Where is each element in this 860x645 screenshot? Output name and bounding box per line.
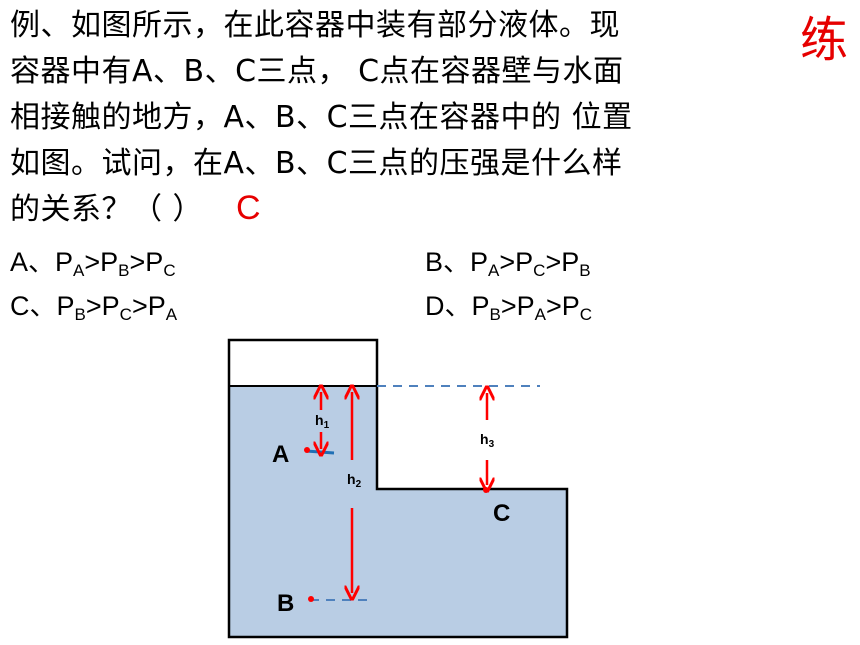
- label-h2: h2: [347, 471, 362, 490]
- p-symbol: P: [561, 291, 580, 321]
- option-d[interactable]: D、PB>PA>PC: [425, 288, 592, 333]
- subscript: C: [163, 261, 176, 280]
- point-b: [308, 596, 314, 602]
- operator: >: [84, 247, 101, 277]
- option-letter: D、: [425, 291, 472, 321]
- label-b: B: [277, 590, 294, 617]
- subscript: A: [488, 261, 500, 280]
- question-line: 容器中有A、B、C三点， C点在容器壁与水面: [10, 54, 624, 89]
- option-letter: B、: [425, 247, 471, 277]
- p-symbol: P: [470, 247, 489, 277]
- subscript: B: [579, 261, 591, 280]
- option-a[interactable]: A、PA>PB>PC: [10, 244, 176, 289]
- p-symbol: P: [147, 291, 166, 321]
- p-symbol: P: [55, 247, 74, 277]
- answer-mark: C: [236, 189, 261, 227]
- point-c: [483, 487, 489, 493]
- p-symbol: P: [56, 291, 75, 321]
- option-b[interactable]: B、PA>PC>PB: [425, 244, 591, 289]
- p-symbol: P: [515, 247, 534, 277]
- option-c[interactable]: C、PB>PC>PA: [10, 288, 177, 333]
- practice-badge: 练: [800, 12, 849, 68]
- operator: >: [545, 247, 562, 277]
- operator: >: [499, 247, 516, 277]
- p-symbol: P: [101, 291, 120, 321]
- label-h3: h3: [480, 431, 495, 450]
- operator: >: [131, 291, 148, 321]
- subscript: A: [73, 261, 85, 280]
- question-line: 相接触的地方，A、B、C三点在容器中的 位置: [10, 100, 633, 135]
- subscript: A: [165, 305, 178, 324]
- subscript: B: [74, 305, 86, 324]
- question-line: 例、如图所示，在此容器中装有部分液体。现: [10, 8, 620, 43]
- p-symbol: P: [471, 291, 490, 321]
- label-a: A: [272, 441, 289, 468]
- operator: >: [85, 291, 102, 321]
- label-h1: h1: [315, 412, 330, 431]
- container-wall: [227, 338, 569, 639]
- subscript: C: [119, 305, 132, 324]
- subscript: A: [534, 305, 546, 324]
- subscript: C: [533, 261, 546, 280]
- subscript: B: [489, 305, 501, 324]
- p-symbol: P: [100, 247, 119, 277]
- p-symbol: P: [145, 247, 164, 277]
- subscript: C: [579, 305, 593, 324]
- label-c: C: [493, 500, 510, 527]
- p-symbol: P: [561, 247, 580, 277]
- option-letter: C、: [10, 291, 57, 321]
- p-symbol: P: [516, 291, 535, 321]
- option-letter: A、: [10, 247, 56, 277]
- marker-a: [305, 449, 335, 455]
- subscript: B: [118, 261, 130, 280]
- question-line: 如图。试问，在A、B、C三点的压强是什么样: [10, 146, 623, 181]
- operator: >: [500, 291, 517, 321]
- operator: >: [129, 247, 146, 277]
- point-a: [304, 447, 310, 453]
- question-line: 的关系？（ ）: [10, 192, 204, 227]
- operator: >: [546, 291, 562, 321]
